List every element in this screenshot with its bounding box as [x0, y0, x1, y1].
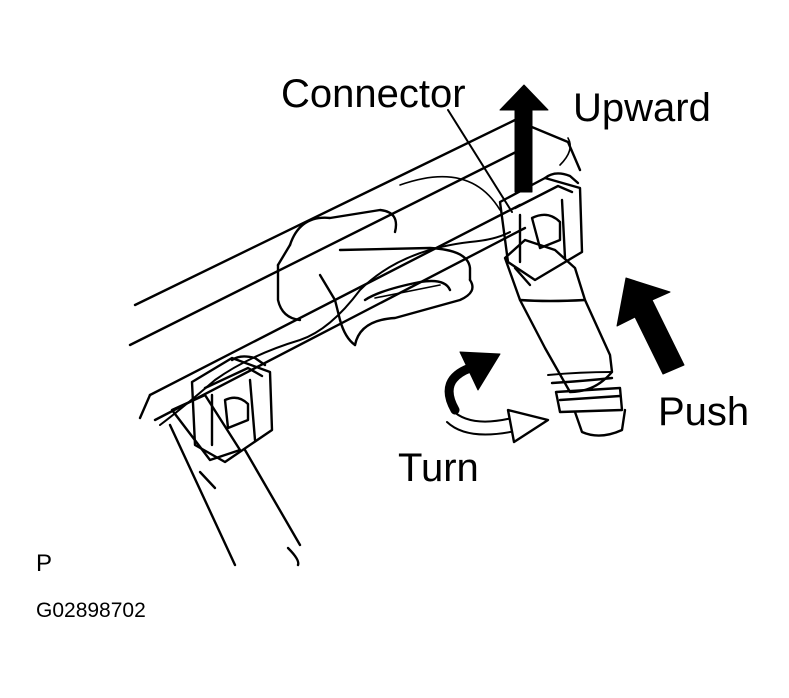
right-connector: [498, 172, 584, 282]
turn-label: Turn: [398, 446, 479, 490]
connector-leader: [447, 109, 513, 213]
left-connector: [190, 355, 274, 464]
push-arrow-icon: [616, 277, 685, 375]
delivery-pipe: [128, 99, 582, 422]
view-letter: P: [36, 550, 53, 577]
left-injector: [168, 393, 302, 567]
figure-code: G02898702: [36, 599, 146, 622]
turn-return-arrow-icon: [446, 408, 550, 444]
turn-arrow-icon: [444, 351, 501, 415]
upward-label: Upward: [573, 86, 711, 130]
upward-arrow-icon: [499, 84, 549, 193]
pipe-bracket: [276, 208, 474, 347]
connector-label: Connector: [281, 72, 466, 116]
right-injector: [503, 238, 627, 437]
wire-harness: [159, 231, 511, 426]
push-label: Push: [658, 390, 750, 434]
